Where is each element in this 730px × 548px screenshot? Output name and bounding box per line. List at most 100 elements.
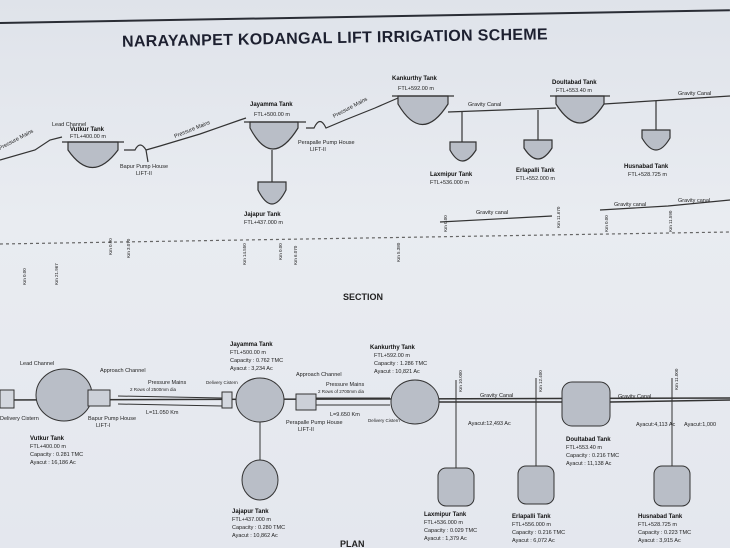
plan-doultabad-ayacut: Ayacut : 11,138 Ac	[566, 461, 612, 467]
section-km-1: Km 21.967	[54, 263, 59, 285]
plan-laxmipur-tank	[437, 467, 475, 507]
plan-lead-channel: Lead Channel	[20, 361, 54, 367]
gravity-canal-1-profile	[447, 107, 557, 113]
section-gravity-canal-2: Gravity Canal	[678, 91, 711, 97]
plan-length-2: L=9.650 Km	[330, 412, 360, 418]
section-km-6: Km 6.070	[293, 245, 298, 265]
plan-erlapalli-ayacut: Ayacut : 6,072 Ac	[512, 538, 555, 544]
section-km-10: Km 0.00	[604, 215, 609, 232]
plan-vutkur-name: Vutkur Tank	[30, 436, 65, 442]
plan-jajapur-ayacut: Ayacut : 10,862 Ac	[232, 533, 278, 539]
plan-km-1: Km 12.400	[538, 370, 543, 392]
section-km-11: Km 11.590	[668, 210, 673, 232]
plan-pump-house-2: Perapalle Pump House	[286, 420, 343, 426]
plan-erlapalli-tank	[517, 465, 555, 505]
section-baseline	[0, 231, 730, 245]
plan-jayamma-ayacut: Ayacut : 3,234 Ac	[230, 366, 273, 372]
section-pump-house-2-b: LIFT-II	[310, 147, 326, 153]
plan-doultabad-tank	[561, 381, 611, 427]
plan-gravity-canal-1-label: Gravity Canal	[480, 393, 513, 399]
section-heading: SECTION	[343, 292, 384, 302]
section-km-7: Km 5.380	[396, 242, 401, 262]
section-pump-house-2: Perapalle Pump House	[298, 140, 355, 146]
plan-pump-house-2-box	[295, 393, 317, 411]
section-km-3: Km 3.070	[126, 238, 131, 258]
section-jayamma-ftl: FTL+500.00 m	[254, 112, 290, 118]
plan-gravity-canal-2	[609, 399, 730, 403]
section-lead-channel-label: Lead Channel	[52, 122, 86, 128]
plan-jayamma-cap: Capacity : 0.762 TMC	[230, 358, 283, 364]
plan-pump-house-1: Bapur Pump House	[88, 416, 136, 422]
section-pump-house-1-b: LIFT-II	[136, 171, 152, 177]
vutkur-tank-shape	[67, 141, 119, 168]
doultabad-tank-shape	[555, 95, 605, 124]
plan-pressure-main-1a	[117, 395, 223, 399]
section-kankurthy-name: Kankurthy Tank	[392, 76, 438, 82]
jajapur-tank-shape	[257, 181, 287, 205]
plan-husnabad-ayacut: Ayacut : 3,915 Ac	[638, 538, 681, 544]
section-km-8: Km 0.00	[443, 215, 448, 232]
plan-ayacut-right2: Ayacut:1,000	[684, 422, 716, 428]
plan-vutkur-ayacut: Ayacut : 16,186 Ac	[30, 460, 76, 466]
plan-husnabad-tank	[653, 465, 691, 507]
section-km-9: Km 11.670	[556, 206, 561, 228]
section-erlapalli-ftl: FTL+552.000 m	[516, 176, 555, 182]
section-vutkur-ftl: FTL+400.00 m	[70, 134, 106, 140]
plan-doultabad-ftl: FTL+553.40 m	[566, 445, 602, 451]
plan-vutkur-ftl: FTL+400.00 m	[30, 444, 66, 450]
section-km-0: Km 0.00	[22, 268, 27, 285]
plan-pressure-mains-2-b: 2 Rows of 2700mm dia	[318, 389, 365, 394]
section-husnabad-ftl: FTL+528.725 m	[628, 172, 667, 178]
plan-gravity-canal-2-label: Gravity Canal	[618, 394, 651, 400]
kankurthy-tank-shape	[397, 95, 449, 125]
plan-doultabad-cap: Capacity : 0.216 TMC	[566, 453, 619, 459]
plan-delivery-cistern-2-label: Delivery Cistern	[206, 380, 238, 385]
section-gravity-canal-1: Gravity Canal	[468, 102, 501, 108]
plan-pump-house-2-b: LIFT-II	[298, 427, 314, 433]
plan-kankurthy-name: Kankurthy Tank	[370, 345, 416, 351]
laxmipur-tank-shape	[449, 141, 477, 162]
plan-husnabad-name: Husnabad Tank	[638, 514, 683, 520]
plan-jajapur-ftl: FTL+437.000 m	[232, 517, 271, 523]
section-doultabad-name: Doultabad Tank	[552, 80, 597, 86]
plan-jajapur-tank	[241, 459, 279, 501]
plan-laxmipur-ayacut: Ayacut : 1,379 Ac	[424, 536, 467, 542]
plan-pressure-mains-1-b: 2 Rows of 2500mm dia	[130, 387, 177, 392]
plan-jayamma-ftl: FTL+500.00 m	[230, 350, 266, 356]
section-pump-house-1: Bapur Pump House	[120, 164, 168, 170]
section-jajapur-name: Jajapur Tank	[244, 212, 281, 218]
gravity-canal-3-profile	[439, 215, 553, 223]
pressure-mains-2-profile	[306, 97, 399, 129]
plan-km-2: Km 11.000	[674, 368, 679, 390]
husnabad-tank-shape	[641, 129, 671, 151]
section-km-2: Km 0.00	[108, 238, 113, 255]
plan-approach-channel-2: Approach Channel	[296, 372, 342, 378]
section-jajapur-ftl: FTL+437.000 m	[244, 220, 283, 226]
section-laxmipur-name: Laxmipur Tank	[430, 172, 473, 178]
plan-erlapalli-name: Erlapalli Tank	[512, 514, 551, 520]
jayamma-tank-shape	[249, 121, 299, 150]
pressure-mains-1-profile	[124, 117, 247, 151]
plan-length-1: L=11.050 Km	[146, 410, 179, 416]
plan-vutkur-tank	[35, 368, 93, 422]
plan-jayamma-tank	[235, 377, 285, 423]
plan-delivery-cistern-label: Delivery Cistern	[0, 416, 39, 422]
section-vutkur-name: Vutkur Tank	[70, 127, 105, 133]
plan-delivery-cistern-1	[0, 389, 15, 409]
section-gravity-canal-3: Gravity canal	[476, 210, 508, 216]
pump-house-1-leader	[145, 149, 149, 163]
plan-approach-channel-1: Approach Channel	[100, 368, 146, 374]
plan-pressure-mains-1: Pressure Mains	[148, 380, 186, 386]
plan-pressure-mains-2: Pressure Mains	[326, 382, 364, 388]
plan-jajapur-name: Jajapur Tank	[232, 509, 269, 515]
plan-laxmipur-name: Laxmipur Tank	[424, 512, 467, 518]
erlapalli-tank-shape	[523, 139, 553, 160]
plan-ayacut-right1: Ayacut:4,113 Ac	[636, 422, 675, 428]
plan-delivery-cistern-2	[221, 391, 233, 409]
section-erlapalli-name: Erlapalli Tank	[516, 168, 555, 174]
plan-jayamma-name: Jayamma Tank	[230, 342, 273, 348]
plan-erlapalli-ftl: FTL+556.000 m	[512, 522, 551, 528]
plan-erlapalli-cap: Capacity : 0.216 TMC	[512, 530, 565, 536]
